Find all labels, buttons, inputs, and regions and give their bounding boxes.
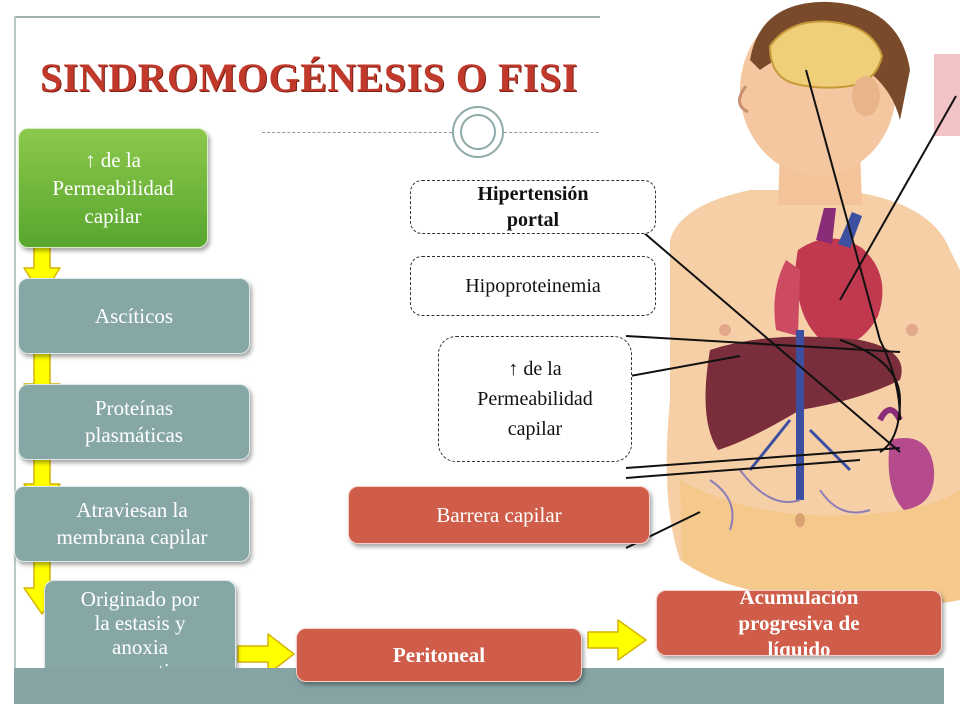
box-atraviesan-line-2: membrana capilar — [56, 525, 208, 549]
label-barrera-capilar: Barrera capilar — [348, 486, 650, 544]
box-acumulacion-line-2: progresiva de — [738, 611, 860, 635]
box-asciticos-label: Ascíticos — [94, 303, 174, 328]
label-barrera-text: Barrera capilar — [436, 503, 562, 527]
box-permeabilidad-line-1: ↑ de la — [85, 148, 141, 172]
label-hipertension-line-2: portal — [506, 209, 560, 231]
box-acumulacion-line-1: Acumulación — [739, 590, 859, 609]
divider-inner-circle — [460, 114, 496, 150]
box-permeabilidad-line-2: Permeabilidad — [52, 176, 174, 200]
box-asciticos: Ascíticos — [18, 278, 250, 354]
box-proteinas-plasmaticas: Proteínas plasmáticas — [18, 384, 250, 460]
box-originado-line-1: Originado por — [80, 587, 200, 611]
box-atraviesan-membrana: Atraviesan la membrana capilar — [14, 486, 250, 562]
slide-title: SINDROMOGÉNESIS O FISI — [40, 55, 578, 100]
box-acumulacion-liquido: Acumulación progresiva de líquido — [656, 590, 942, 656]
box-proteinas-line-2: plasmáticas — [85, 423, 183, 447]
frame-left-line — [14, 16, 16, 700]
label-hipoproteinemia-text: Hipoproteinemia — [465, 274, 601, 297]
label-permeabilidad-capilar: ↑ de la Permeabilidad capilar — [438, 336, 632, 462]
box-atraviesan-line-1: Atraviesan la — [76, 498, 188, 522]
box-permeabilidad-capilar: ↑ de la Permeabilidad capilar — [18, 128, 208, 248]
label-hipoproteinemia: Hipoproteinemia — [410, 256, 656, 316]
human-anatomy-illustration — [600, 0, 960, 668]
box-proteinas-line-1: Proteínas — [94, 396, 174, 420]
label-permeabilidad-line-3: capilar — [507, 418, 563, 440]
frame-top-line — [14, 16, 626, 18]
label-hipertension-line-1: Hipertensión — [477, 183, 589, 205]
box-acumulacion-line-3: líquido — [767, 637, 831, 656]
label-permeabilidad-line-1: ↑ de la — [508, 358, 562, 380]
box-permeabilidad-line-3: capilar — [84, 204, 142, 228]
box-originado-line-2: la estasis y — [94, 611, 186, 635]
divider-right — [504, 132, 624, 133]
box-peritoneal-label: Peritoneal — [392, 643, 486, 667]
box-peritoneal: Peritoneal — [296, 628, 582, 682]
box-originado-line-3: anoxia — [112, 635, 168, 659]
label-hipertension-portal: Hipertensión portal — [410, 180, 656, 234]
divider-left — [262, 132, 452, 133]
label-permeabilidad-line-2: Permeabilidad — [477, 388, 593, 410]
